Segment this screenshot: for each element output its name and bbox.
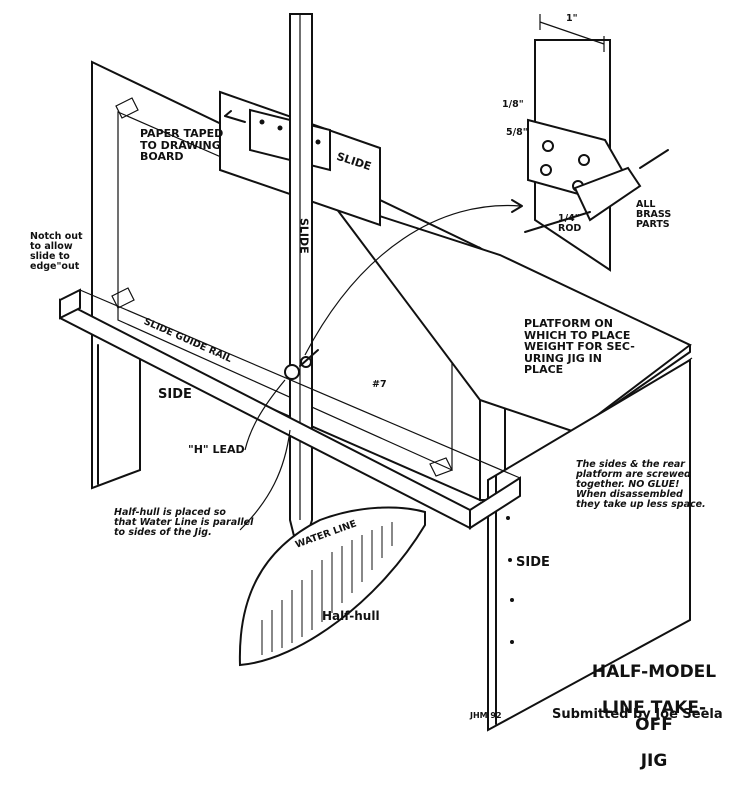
dimension-1-inch: 1" [566, 13, 578, 24]
lead-label: "H" LEAD [188, 443, 245, 456]
detail-leader-arrow [304, 204, 521, 356]
title-line-3: JIG [640, 751, 668, 772]
hull-note: Half-hull is placed so that Water Line i… [114, 507, 254, 538]
notch-note: Notch out to allow slide to edge"out [30, 231, 83, 272]
rod-label: 1/4" ROD [558, 213, 582, 234]
paper-label: PAPER TAPED TO DRAWING BOARD [140, 127, 224, 164]
sides-note: The sides & the rear platform are screwe… [576, 459, 706, 510]
slide-vertical-label: SLIDE [297, 217, 311, 254]
title-block: HALF-MODEL LINE TAKE-OFF JIG [584, 646, 724, 789]
artist-signature: JHM 92 [470, 711, 502, 720]
jig-diagram: PAPER TAPED TO DRAWING BOARD SLIDE SLIDE… [30, 13, 723, 770]
brass-parts-label: ALL BRASS PARTS [636, 199, 672, 230]
jig-drawing [59, 13, 693, 732]
platform-note: PLATFORM ON WHICH TO PLACE WEIGHT FOR SE… [524, 317, 635, 377]
title-line-1: HALF-MODEL [591, 661, 717, 682]
dimension-eighth-inch: 1/8" [502, 99, 524, 110]
mark-7: #7 [372, 379, 387, 390]
side-right-label: SIDE [516, 555, 550, 570]
side-left-label: SIDE [158, 387, 192, 402]
dimension-five-eighths: 5/8" [506, 127, 528, 138]
credit-line: Submitted by Joe Seela [552, 707, 723, 722]
half-hull-label: Half-hull [322, 609, 380, 623]
title-line-2: LINE TAKE-OFF [601, 697, 707, 736]
